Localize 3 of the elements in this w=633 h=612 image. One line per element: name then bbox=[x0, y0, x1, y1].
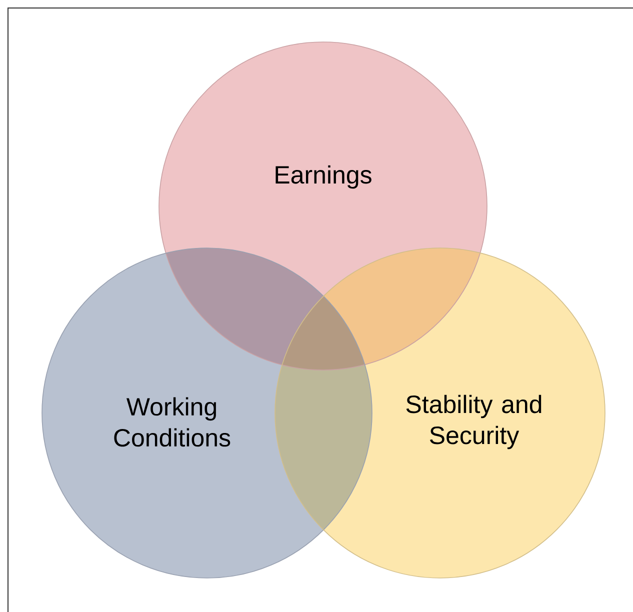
circle-label: Earnings bbox=[276, 165, 372, 189]
circle-label: Working Conditions bbox=[114, 397, 230, 447]
circle-label: Stability and Security bbox=[406, 394, 542, 450]
